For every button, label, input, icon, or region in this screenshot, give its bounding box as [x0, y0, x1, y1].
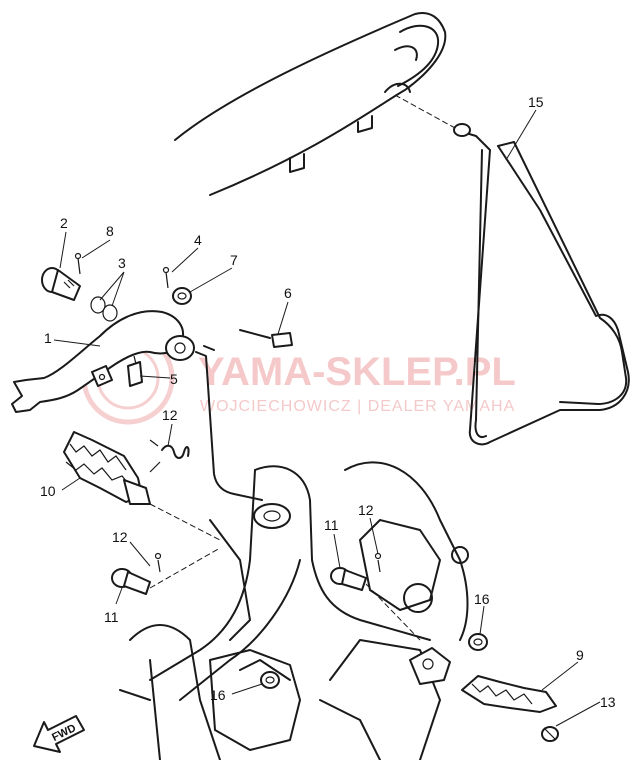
callout-13: 13	[600, 694, 616, 710]
brake-rod	[195, 345, 291, 529]
callouts: 2 8 3 4 7 6 1 5 12 10 12 11 12 11 16 9 1…	[40, 94, 616, 710]
callout-6: 6	[284, 285, 292, 301]
callout-9: 9	[576, 647, 584, 663]
watermark: YAMA-SKLEP.PL WOJCIECHOWICZ | DEALER YAM…	[81, 331, 516, 425]
callout-4: 4	[194, 232, 202, 248]
callout-1: 1	[44, 330, 52, 346]
callout-12-right: 12	[358, 502, 374, 518]
fwd-arrow: FWD	[33, 715, 85, 753]
callout-11-left: 11	[104, 609, 119, 625]
leader-lines	[53, 109, 601, 727]
watermark-dealer: WOJCIECHOWICZ | DEALER YAMAHA	[200, 398, 515, 415]
spring	[149, 439, 190, 473]
callout-5: 5	[170, 371, 178, 387]
frame-top	[174, 12, 447, 196]
callout-7: 7	[230, 252, 238, 268]
footrest-bolt-left	[111, 547, 221, 595]
watermark-brand: YAMA-SKLEP.PL	[198, 350, 516, 394]
callout-3: 3	[118, 255, 126, 271]
footrest-right	[409, 647, 559, 742]
callout-16-right: 16	[474, 591, 490, 607]
pivot-bolt	[41, 252, 118, 322]
clevis-pin	[239, 329, 293, 348]
brake-pedal	[11, 310, 195, 413]
callout-16-left: 16	[210, 687, 226, 703]
washers	[260, 633, 488, 689]
callout-11-right: 11	[324, 517, 339, 533]
frame-lower	[119, 461, 469, 760]
callout-12-left: 12	[112, 529, 128, 545]
callout-10: 10	[40, 483, 56, 499]
footrest-left	[63, 431, 221, 541]
callout-8: 8	[106, 223, 114, 239]
rear-stand	[394, 94, 630, 446]
clip	[127, 355, 143, 387]
callout-14: 12	[162, 407, 178, 423]
callout-2: 2	[60, 215, 68, 231]
cotter-and-washer	[162, 266, 192, 305]
footrest-bolt-right	[330, 552, 421, 641]
callout-15: 15	[528, 94, 544, 110]
